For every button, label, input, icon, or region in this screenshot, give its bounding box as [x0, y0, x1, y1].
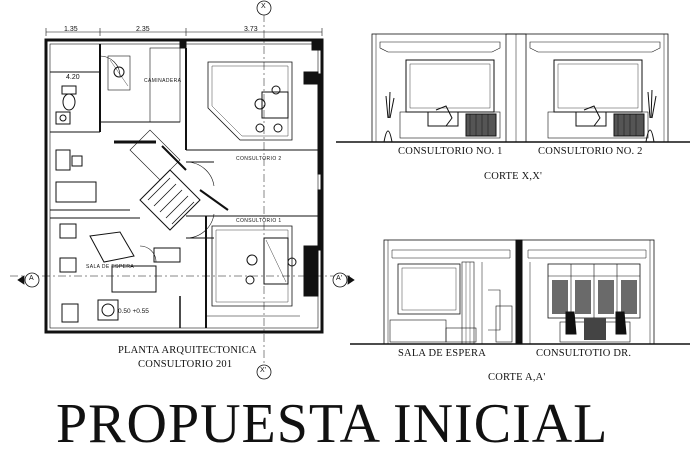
wall-column: [303, 71, 319, 85]
section-xx: [336, 33, 690, 143]
room-label-regadera: CAMINADERA: [144, 78, 182, 84]
axis-label-x: X: [261, 3, 266, 10]
room-label-consultorio-2: CONSULTORIO 2: [236, 156, 282, 162]
room-label-sala: SALA DE ESPERA: [86, 264, 135, 270]
reception-desk: [389, 319, 447, 343]
plan-title-line-2: CONSULTORIO 201: [138, 359, 233, 370]
consultorio-1-area: [211, 225, 293, 307]
section-xx-label-right: CONSULTORIO NO. 2: [538, 146, 643, 157]
coffee-table: [111, 265, 157, 293]
wall-thick: [317, 73, 323, 175]
plant: [97, 299, 119, 321]
floor-plan: [10, 14, 350, 372]
desk: [261, 91, 289, 119]
shower: [107, 55, 131, 91]
dimension-label-2: 2.35: [136, 26, 150, 33]
chair: [59, 223, 77, 239]
section-aa-label-left: SALA DE ESPERA: [398, 348, 486, 359]
chair: [55, 149, 71, 171]
side-dimension-label: 4.20: [66, 74, 80, 81]
axis-label-x-prime: X': [260, 367, 267, 374]
axis-label-a-prime: A': [336, 275, 343, 282]
window-panel: [397, 263, 461, 315]
screen-panel: [405, 59, 495, 113]
plan-outer-wall: [44, 38, 324, 334]
chair-elevation: [583, 105, 601, 127]
consultorio-2-area: [207, 61, 293, 141]
section-xx-label-left: CONSULTORIO NO. 1: [398, 146, 503, 157]
axis-label-a: A: [29, 275, 34, 282]
room-label-consultorio-1: CONSULTORIO 1: [236, 218, 282, 224]
section-xx-caption: CORTE X,X': [484, 171, 543, 182]
wall-thick: [317, 189, 323, 251]
vase: [383, 130, 393, 143]
dimension-label-3: 3.73: [244, 26, 258, 33]
stair-core: [139, 169, 201, 231]
screen-panel: [553, 59, 643, 113]
section-aa-caption: CORTE A,A': [488, 372, 546, 383]
axis-markers: [17, 0, 355, 380]
plan-title-line-1: PLANTA ARQUITECTONICA: [118, 345, 257, 356]
wall-column: [179, 39, 187, 49]
toilet: [61, 85, 77, 95]
dimension-label-1: 1.35: [64, 26, 78, 33]
chair-elevation: [435, 105, 453, 127]
section-aa: [350, 239, 690, 345]
level-note: 0.50 +0.55: [118, 308, 149, 315]
sofa: [89, 231, 135, 263]
wall-column: [311, 39, 323, 51]
sofa-elevation: [495, 305, 513, 343]
sink: [55, 111, 71, 125]
main-title: PROPUESTA INICIAL: [56, 393, 609, 455]
wall-column: [303, 245, 319, 297]
section-aa-label-right: CONSULTOTIO DR.: [536, 348, 632, 359]
vase: [645, 129, 655, 143]
